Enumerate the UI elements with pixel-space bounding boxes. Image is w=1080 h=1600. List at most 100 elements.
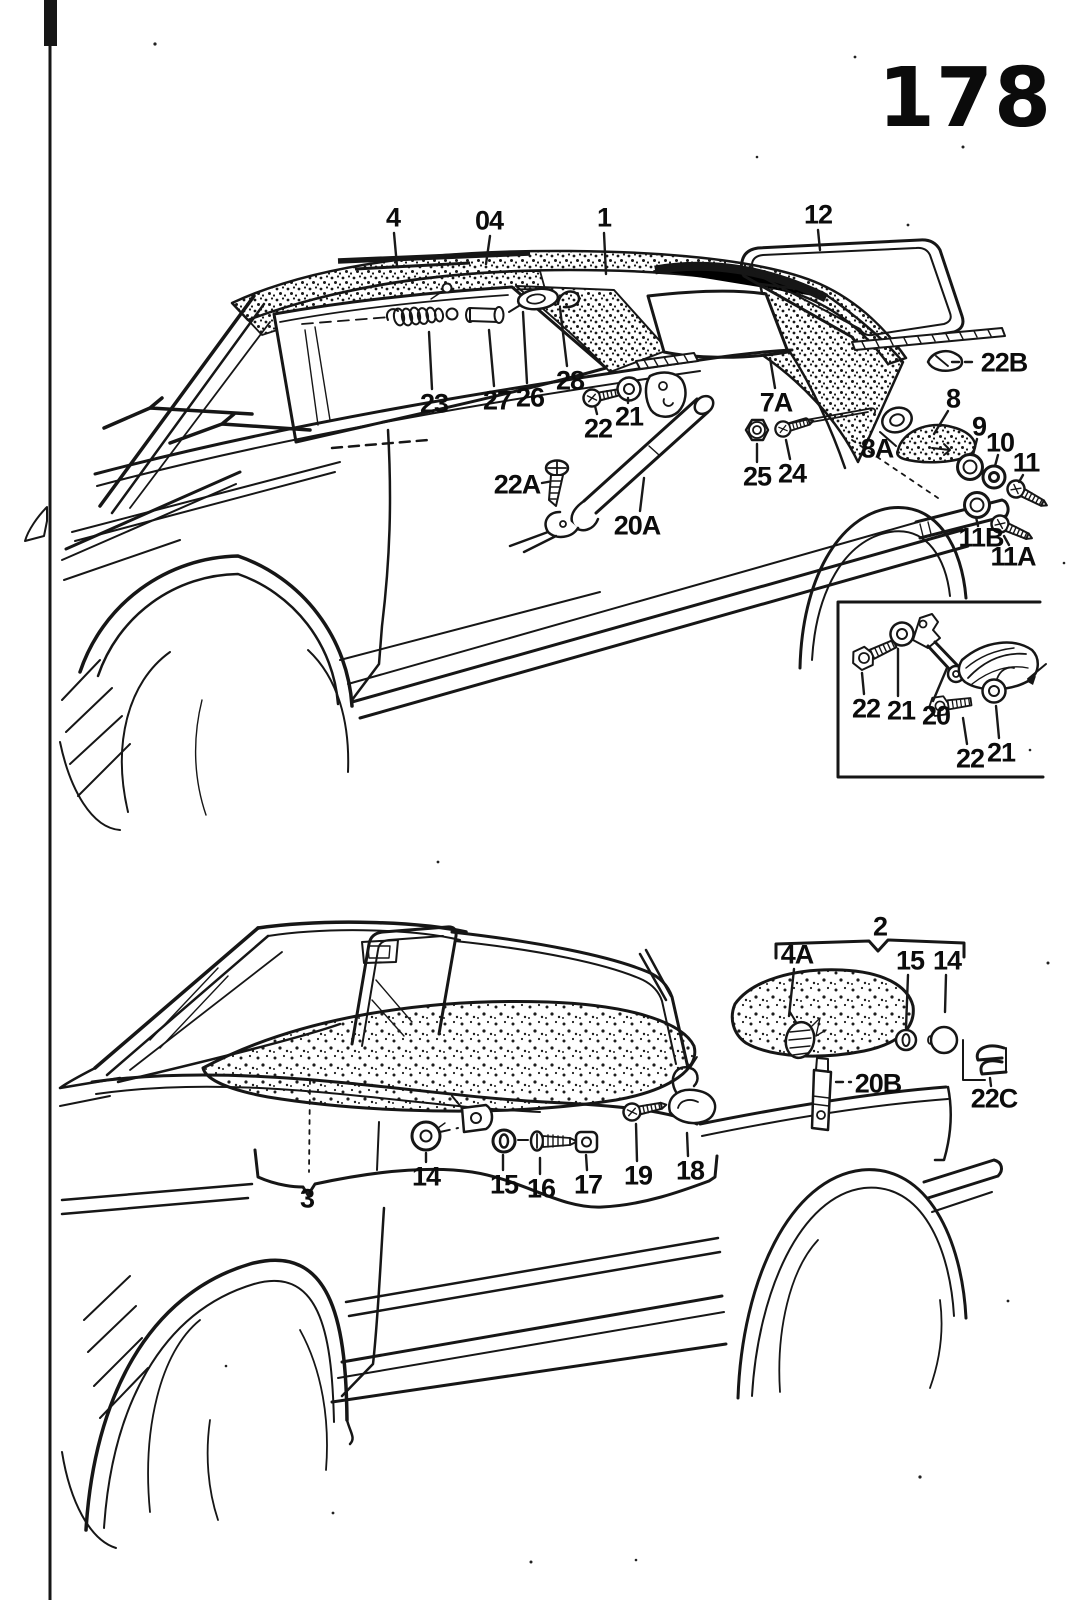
grommet-8a-icon bbox=[879, 406, 913, 447]
part-label-19: 19 bbox=[623, 1160, 653, 1191]
part-label-27: 27 bbox=[482, 385, 512, 416]
clip-22c-icon bbox=[975, 1044, 1008, 1076]
part-label-15: 15 bbox=[895, 945, 925, 976]
upper-car-art bbox=[59, 238, 1010, 831]
leader-line-22A bbox=[540, 479, 555, 485]
page-number: 178 bbox=[877, 51, 1052, 146]
part-label-4: 4 bbox=[385, 202, 401, 233]
leader-line-4 bbox=[392, 231, 399, 268]
nut-icon bbox=[744, 418, 770, 442]
part-label-16: 16 bbox=[526, 1173, 556, 1204]
leader-line-4A bbox=[787, 967, 796, 1018]
part-label-24: 24 bbox=[777, 458, 807, 489]
hook-icon bbox=[556, 290, 581, 309]
part-label-15: 15 bbox=[489, 1169, 519, 1200]
part-label-7A: 7A bbox=[759, 387, 794, 418]
leader-line-18 bbox=[685, 1131, 690, 1158]
bracket-18-icon bbox=[667, 1056, 717, 1125]
leader-line-10 bbox=[993, 453, 1000, 468]
part-label-11A: 11A bbox=[990, 541, 1036, 572]
panel-piece-icon bbox=[896, 423, 977, 464]
spring-icon bbox=[386, 306, 459, 327]
molding-strip-art bbox=[635, 327, 1006, 370]
leader-line-26 bbox=[521, 310, 529, 385]
hinge-icon bbox=[912, 613, 1047, 691]
part-label-8: 8 bbox=[945, 383, 961, 414]
leader-line-28 bbox=[558, 306, 569, 368]
part-label-17: 17 bbox=[573, 1169, 603, 1200]
leader-line-1 bbox=[602, 231, 608, 276]
part-label-21: 21 bbox=[986, 737, 1016, 768]
leader-line-11 bbox=[1017, 473, 1025, 484]
part-label-21: 21 bbox=[614, 401, 644, 432]
part-label-11B: 11B bbox=[958, 522, 1004, 553]
window-frame-art bbox=[350, 925, 690, 1070]
part-label-22: 22 bbox=[583, 413, 613, 444]
leader-line-04 bbox=[484, 234, 492, 266]
part-label-12: 12 bbox=[803, 199, 833, 230]
leader-line-12 bbox=[816, 228, 822, 252]
upper-hardware-art bbox=[301, 282, 1053, 554]
part-label-20B: 20B bbox=[854, 1068, 903, 1099]
part-label-1: 1 bbox=[596, 202, 612, 233]
part-label-23: 23 bbox=[419, 388, 449, 419]
part-label-22C: 22C bbox=[970, 1083, 1019, 1114]
part-label-04: 04 bbox=[474, 205, 504, 236]
part-label-22: 22 bbox=[955, 743, 985, 774]
leader-line-23 bbox=[427, 330, 434, 391]
part-label-2: 2 bbox=[872, 911, 888, 942]
leader-line-20 bbox=[931, 666, 949, 703]
part-label-22: 22 bbox=[851, 693, 881, 724]
pad-icon bbox=[516, 287, 560, 311]
washer-icon bbox=[981, 678, 1007, 704]
leader-line-17 bbox=[584, 1153, 589, 1172]
leader-line-27 bbox=[487, 328, 496, 388]
part-label-9: 9 bbox=[971, 411, 987, 442]
part-label-10: 10 bbox=[985, 427, 1015, 458]
part-label-22B: 22B bbox=[980, 347, 1029, 378]
paper-specks bbox=[153, 42, 1066, 1564]
part-label-8A: 8A bbox=[860, 433, 895, 464]
grommet-icon bbox=[981, 464, 1007, 490]
leader-line-22 bbox=[593, 404, 599, 416]
binding-edge bbox=[24, 0, 57, 1600]
inset-detail-box bbox=[836, 600, 1047, 779]
screw-icon bbox=[529, 1130, 578, 1152]
leader-line-14 bbox=[943, 973, 948, 1014]
lower-hardware-art bbox=[410, 1025, 1008, 1154]
leader-line-22C bbox=[988, 1076, 993, 1088]
lower-car-art bbox=[58, 920, 1003, 1549]
screw-icon bbox=[544, 459, 570, 507]
latch-20b-icon bbox=[810, 1057, 833, 1132]
grommet-icon bbox=[491, 1128, 517, 1154]
part-label-20: 20 bbox=[921, 700, 951, 731]
leader-lines bbox=[392, 228, 1025, 1176]
leader-line-11B bbox=[974, 515, 980, 528]
leader-line-11A bbox=[1002, 534, 1011, 547]
part-label-21: 21 bbox=[886, 695, 916, 726]
ring-icon bbox=[963, 491, 991, 519]
bracket-3-art bbox=[253, 1148, 719, 1209]
part-label-28: 28 bbox=[555, 365, 585, 396]
clip-tab-icon bbox=[439, 1095, 494, 1134]
leader-line-7A bbox=[768, 356, 777, 390]
plug-icon bbox=[927, 1025, 959, 1055]
leader-line-15 bbox=[904, 973, 910, 1030]
leader-line-21 bbox=[994, 704, 1001, 740]
grommet-icon bbox=[894, 1028, 918, 1052]
pin-icon bbox=[465, 303, 523, 324]
bracket-2-art bbox=[774, 938, 966, 960]
part-label-26: 26 bbox=[515, 382, 545, 413]
part-label-14: 14 bbox=[932, 945, 962, 976]
part-label-20A: 20A bbox=[613, 510, 662, 541]
part-label-22A: 22A bbox=[493, 469, 542, 500]
rear-window-seal-art bbox=[739, 238, 965, 347]
part-label-14: 14 bbox=[411, 1161, 441, 1192]
margin-flag-icon bbox=[24, 506, 48, 542]
leader-line-22 bbox=[961, 716, 969, 746]
part-label-4A: 4A bbox=[780, 939, 815, 970]
part-label-3: 3 bbox=[299, 1183, 315, 1214]
leader-line-9 bbox=[971, 437, 979, 457]
